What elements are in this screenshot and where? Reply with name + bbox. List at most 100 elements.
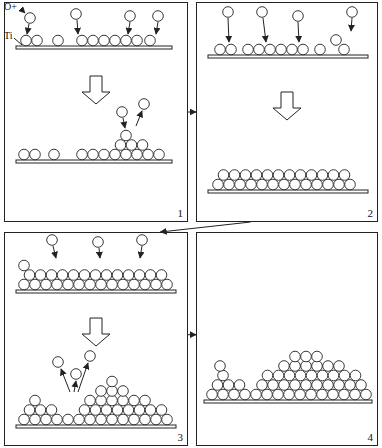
atom (74, 279, 85, 290)
atom (110, 149, 121, 160)
atom-path (77, 20, 78, 34)
step-panel: 2 (196, 2, 378, 222)
atom-path (53, 246, 56, 258)
substrates (14, 38, 372, 428)
atom (154, 149, 165, 160)
atom (251, 170, 262, 181)
atom (284, 170, 295, 181)
atom (223, 380, 234, 391)
step-arrow (188, 334, 196, 335)
atom (107, 376, 118, 387)
substrate (208, 55, 368, 58)
atom (262, 170, 273, 181)
atom (350, 370, 361, 381)
atom-path (21, 9, 25, 13)
atom (290, 361, 301, 372)
atom (279, 380, 290, 391)
atom (30, 279, 41, 290)
atom (317, 170, 328, 181)
atom (312, 380, 323, 391)
atom (35, 270, 46, 281)
atom (279, 179, 290, 190)
atom (323, 361, 334, 372)
atom (96, 395, 107, 406)
atom (134, 270, 145, 281)
atom (345, 179, 356, 190)
atom (85, 414, 96, 425)
atom (334, 361, 345, 372)
atom (71, 369, 82, 380)
atom (273, 389, 284, 400)
atom (53, 357, 64, 368)
atoms (19, 7, 372, 425)
atom (246, 179, 257, 190)
atom (99, 35, 110, 46)
hollow-arrow (82, 76, 110, 104)
atom (112, 270, 123, 281)
atom (85, 395, 96, 406)
atom (145, 405, 156, 416)
atom (323, 179, 334, 190)
step-number: 1 (178, 207, 184, 219)
step-panel: 3 (4, 232, 188, 446)
atom (24, 405, 35, 416)
atom (240, 170, 251, 181)
atom (52, 414, 63, 425)
atom (153, 11, 164, 22)
atom (243, 44, 254, 55)
atom-path (298, 22, 299, 42)
atom (235, 179, 246, 190)
atom (276, 44, 287, 55)
atom (213, 179, 224, 190)
atom (218, 170, 229, 181)
atom (140, 414, 151, 425)
atom (110, 35, 121, 46)
atom (334, 179, 345, 190)
atom (35, 405, 46, 416)
atom (132, 35, 143, 46)
atom (156, 405, 167, 416)
substrate (16, 290, 176, 293)
atom (334, 380, 345, 391)
atom (156, 270, 167, 281)
atom (331, 35, 342, 46)
atom (290, 380, 301, 391)
atom (301, 179, 312, 190)
atom (306, 170, 317, 181)
atom (312, 361, 323, 372)
step-panel: 4 (196, 232, 378, 446)
atom (118, 414, 129, 425)
substrate (208, 190, 368, 193)
atom (126, 140, 137, 151)
atom (101, 405, 112, 416)
atom (19, 260, 30, 271)
atom (218, 370, 229, 381)
atom (107, 395, 118, 406)
atom-path (74, 381, 76, 392)
atom (123, 405, 134, 416)
atom (46, 405, 57, 416)
atom (101, 270, 112, 281)
atom (254, 44, 265, 55)
atom-path (351, 18, 352, 31)
substrate (16, 425, 176, 428)
atom (339, 44, 350, 55)
atom (226, 44, 237, 55)
atom (107, 386, 118, 397)
atom (323, 380, 334, 391)
atom (162, 279, 173, 290)
atom (293, 11, 304, 22)
atom (145, 270, 156, 281)
atom-path (140, 246, 142, 258)
atom (347, 7, 358, 18)
step-number: 3 (178, 431, 184, 443)
atom (328, 389, 339, 400)
atom (339, 370, 350, 381)
atom (295, 389, 306, 400)
atom (115, 140, 126, 151)
atom (140, 395, 151, 406)
atom (90, 270, 101, 281)
atom (301, 351, 312, 362)
atom (118, 395, 129, 406)
step-number: 2 (368, 207, 374, 219)
